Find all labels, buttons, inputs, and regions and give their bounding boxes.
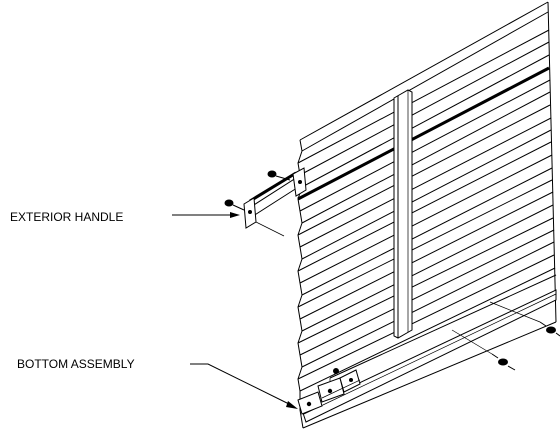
bottom-assembly-label: BOTTOM ASSEMBLY — [17, 357, 135, 371]
vertical-stile — [393, 89, 413, 339]
corrugated-panel — [297, 1, 557, 429]
bottom-assembly-part — [297, 368, 361, 415]
exterior-handle-part — [243, 167, 307, 237]
exterior-handle-leader — [172, 212, 240, 218]
bolt-icon — [451, 329, 516, 371]
screw-icon — [267, 170, 291, 181]
bolt-icon — [489, 301, 560, 337]
bottom-assembly-leader — [190, 363, 298, 409]
exterior-handle-label: EXTERIOR HANDLE — [10, 210, 123, 224]
screw-icon — [224, 199, 245, 211]
